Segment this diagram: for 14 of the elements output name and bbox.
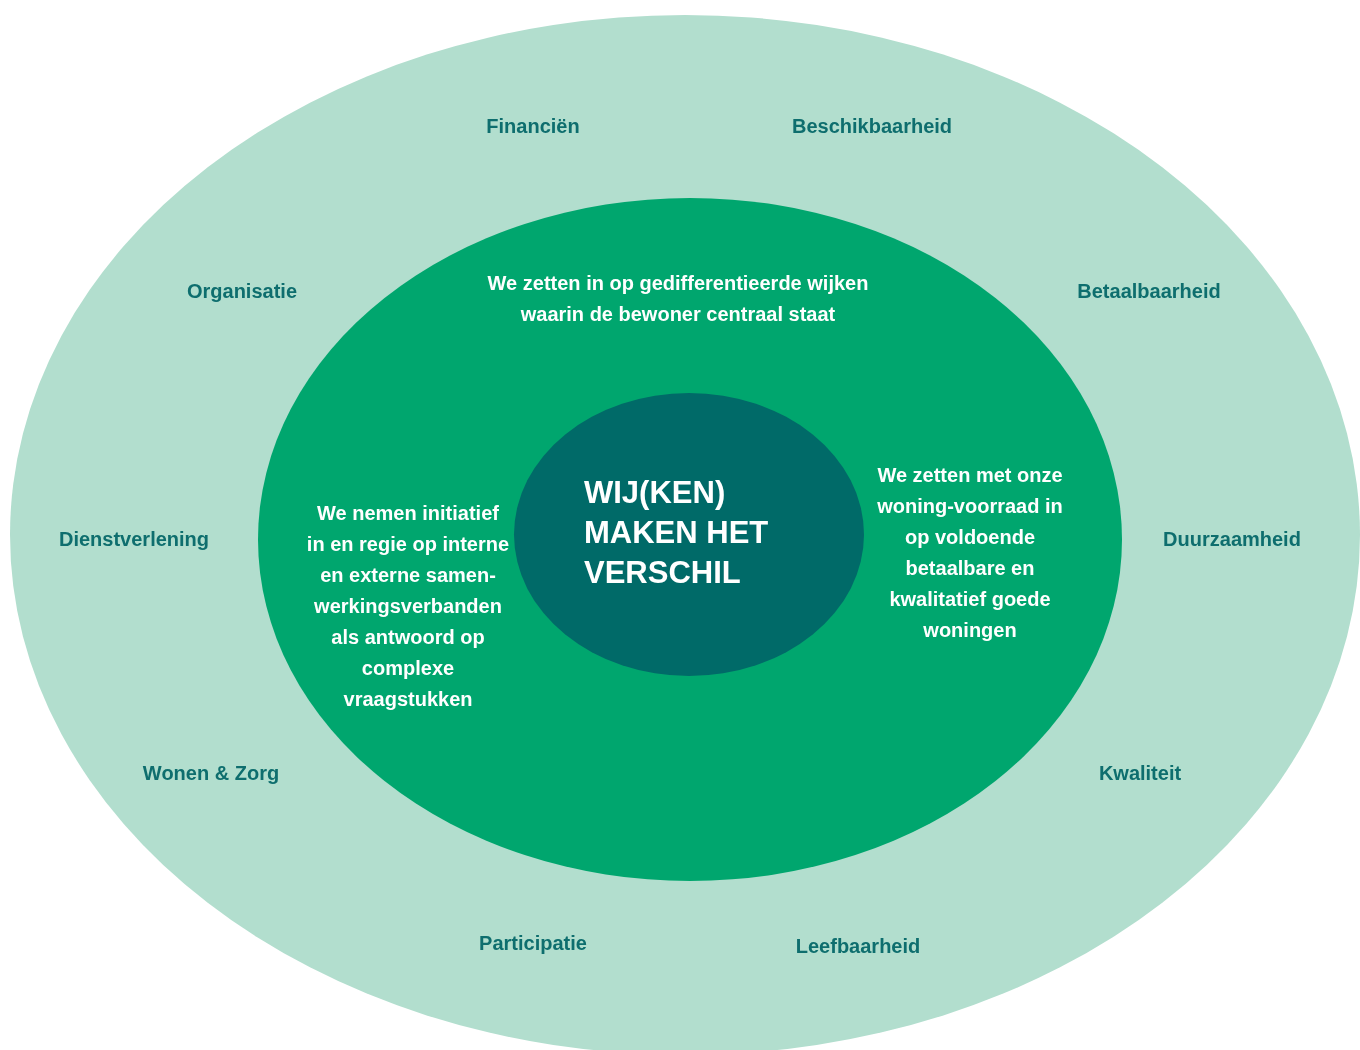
category-label: Betaalbaarheid — [1077, 279, 1221, 303]
category-label: Financiën — [486, 114, 580, 138]
center-title: WIJ(KEN) MAKEN HET VERSCHIL — [584, 474, 770, 592]
category-label: Participatie — [479, 931, 587, 955]
category-label: Beschikbaarheid — [791, 114, 953, 138]
category-label: Dienstverlening — [59, 527, 209, 551]
category-label: Kwaliteit — [1098, 761, 1182, 785]
category-label: Leefbaarheid — [795, 934, 921, 958]
category-label: Duurzaamheid — [1163, 527, 1301, 551]
statement-text: We nemen initiatief in en regie op interne en externe samen-werkingsverbanden als antwoord op complexe vraagstukken — [305, 501, 511, 712]
category-label: Wonen & Zorg — [142, 761, 280, 785]
statement-text: We zetten met onze woning-voorraad in op voldoende betaalbare en kwalitatief goede woningen — [876, 463, 1064, 643]
category-label: Organisatie — [187, 279, 297, 303]
statement-text: We zetten in op gedifferentieerde wijken waarin de bewoner centraal staat — [486, 271, 870, 327]
